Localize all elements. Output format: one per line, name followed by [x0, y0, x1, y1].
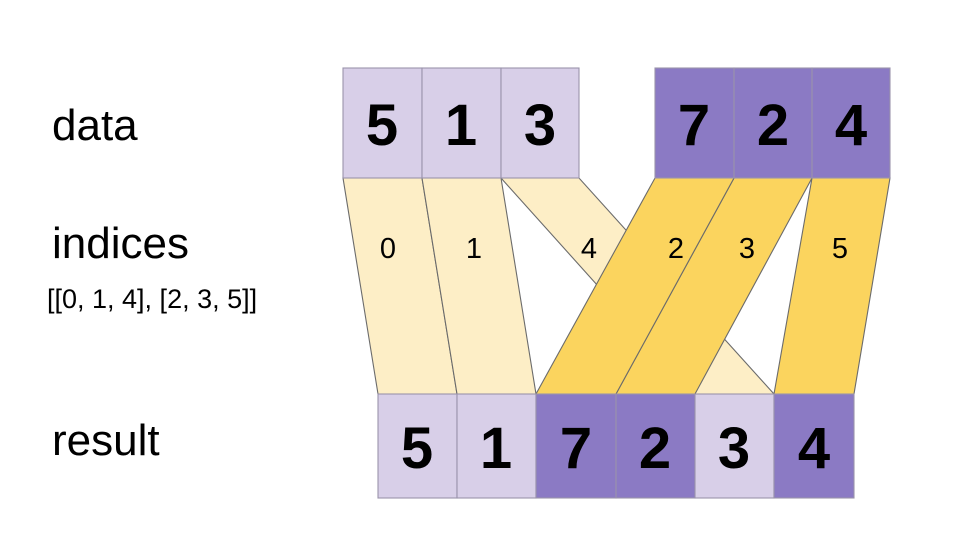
result-cell-5[interactable] — [773, 393, 855, 499]
data-cell-value-4: 2 — [757, 93, 789, 158]
ribbon-label-4: 4 — [581, 233, 597, 265]
data-cell-value-5: 4 — [835, 93, 867, 158]
result-cell-3[interactable] — [615, 393, 696, 499]
label-indices: indices — [52, 219, 189, 268]
result-cell-value-4: 3 — [718, 416, 750, 481]
ribbon-label-1: 1 — [466, 233, 482, 265]
result-cell-value-0: 5 — [401, 416, 433, 481]
ribbon-layer: 0 1 4 2 3 5 — [342, 177, 891, 395]
result-cell-value-2: 7 — [560, 416, 592, 481]
ribbon-label-2: 2 — [668, 233, 684, 265]
data-cell-value-1: 1 — [445, 93, 477, 158]
data-cell-value-0: 5 — [366, 93, 398, 158]
ribbon-label-0: 0 — [380, 233, 396, 265]
result-cell-value-1: 1 — [480, 416, 512, 481]
result-cell-2[interactable] — [535, 393, 617, 499]
data-cell-4[interactable] — [733, 67, 813, 179]
data-row: 5 1 3 7 2 4 — [342, 67, 891, 179]
result-cell-1[interactable] — [456, 393, 537, 499]
label-indices-value: [[0, 1, 4], [2, 3, 5]] — [47, 284, 257, 314]
result-row: 5 1 7 2 3 4 — [377, 393, 855, 499]
ribbon-label-3: 3 — [739, 233, 755, 265]
data-cell-value-3: 7 — [678, 93, 710, 158]
ribbon-label-5: 5 — [832, 233, 848, 265]
result-cell-value-3: 2 — [639, 416, 671, 481]
data-cell-5[interactable] — [811, 67, 891, 179]
result-cell-4[interactable] — [694, 393, 775, 499]
data-cell-2[interactable] — [500, 67, 580, 179]
row-label-layer: data indices [[0, 1, 4], [2, 3, 5]] resu… — [47, 101, 257, 465]
label-result: result — [52, 416, 160, 465]
label-data: data — [52, 101, 138, 150]
data-cell-value-2: 3 — [524, 93, 556, 158]
result-cell-value-5: 4 — [798, 416, 830, 481]
result-cell-0[interactable] — [377, 393, 458, 499]
